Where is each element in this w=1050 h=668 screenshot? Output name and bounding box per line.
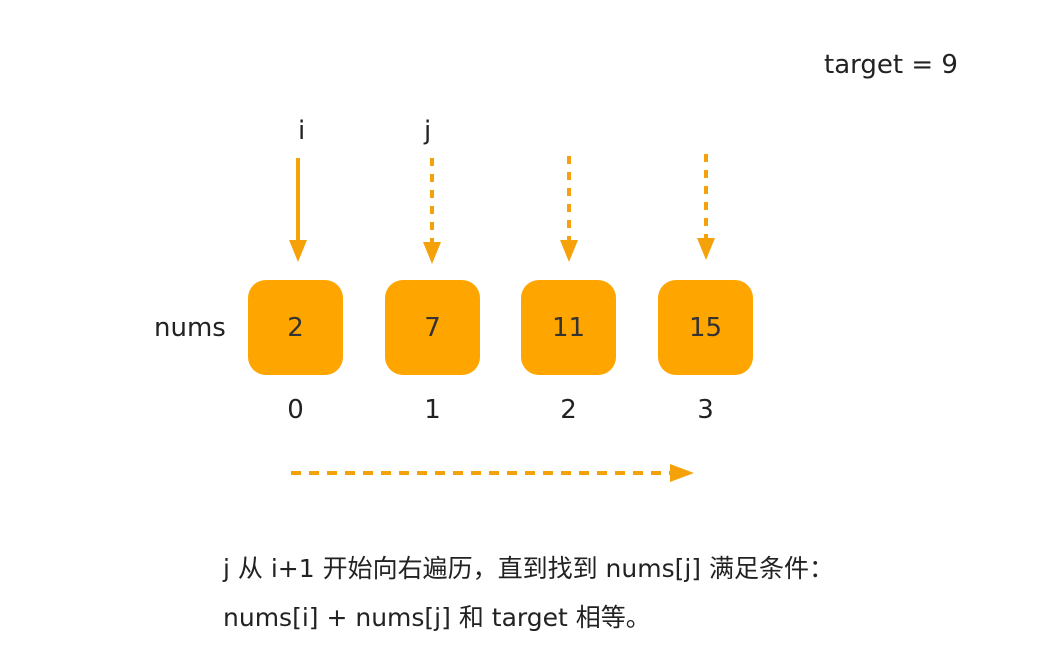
candidate-arrow-index-3: [697, 154, 715, 260]
array-name-label: nums: [154, 313, 226, 343]
traversal-direction-arrow: [291, 464, 694, 482]
pointer-i-label: i: [298, 116, 306, 146]
cell-value: 2: [287, 312, 304, 343]
array-cell: 15: [658, 280, 753, 375]
array-cell: 2: [248, 280, 343, 375]
target-label: target = 9: [824, 50, 958, 80]
pointer-j-arrow: [423, 158, 441, 264]
array-cell: 7: [385, 280, 480, 375]
cell-index: 1: [424, 395, 441, 425]
cell-index: 0: [287, 395, 304, 425]
pointer-i-arrow: [289, 158, 307, 262]
pointer-j-label: j: [424, 116, 432, 146]
caption-line-1: j 从 i+1 开始向右遍历，直到找到 nums[j] 满足条件：: [223, 554, 835, 583]
cell-value: 15: [688, 312, 723, 343]
cell-index: 3: [697, 395, 714, 425]
cell-value: 11: [551, 312, 586, 343]
caption-line-2: nums[i] + nums[j] 和 target 相等。: [223, 603, 651, 632]
candidate-arrow-index-2: [560, 156, 578, 262]
array-cell: 11: [521, 280, 616, 375]
cell-value: 7: [424, 312, 441, 343]
cell-index: 2: [560, 395, 577, 425]
